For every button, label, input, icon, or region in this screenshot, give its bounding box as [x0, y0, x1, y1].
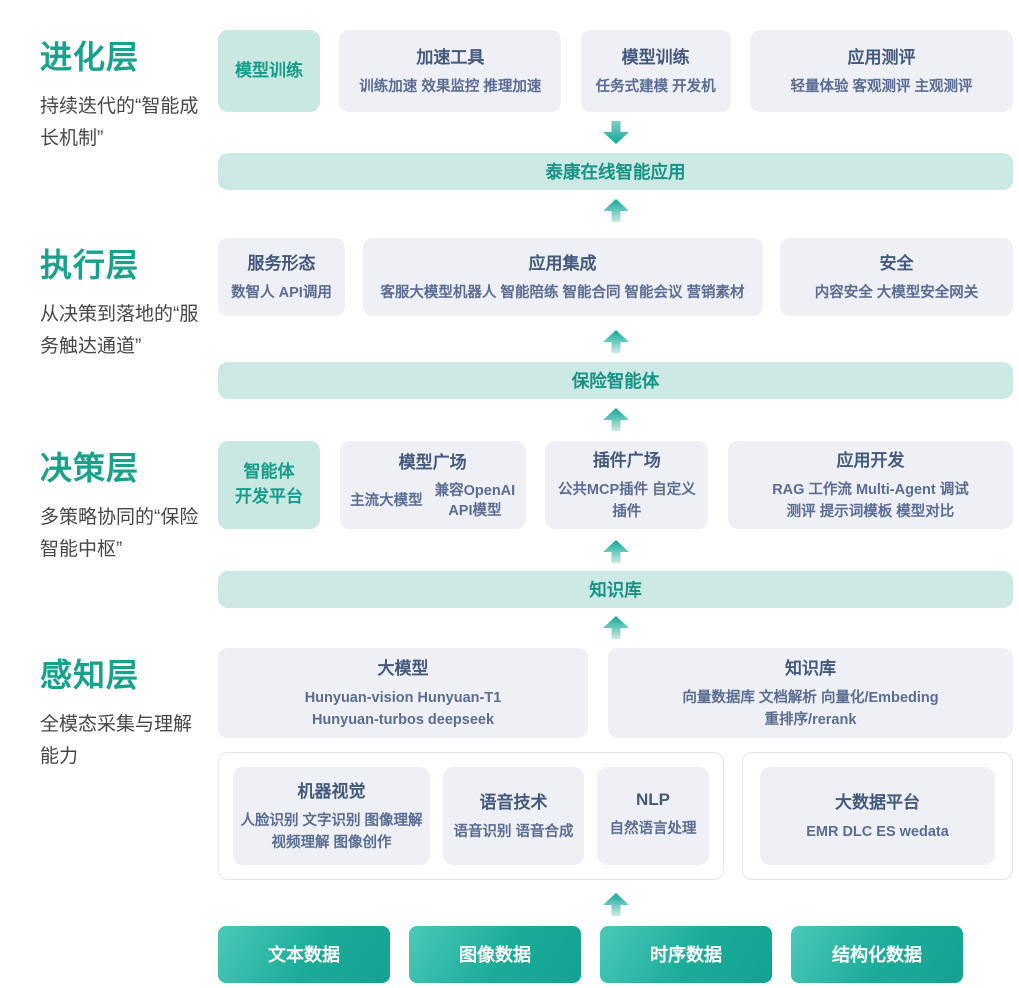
spacer [0, 752, 218, 880]
layer-perception-bottom-groups: 机器视觉 人脸识别 文字识别 图像理解 视频理解 图像创作 语音技术 语音识别 … [218, 752, 1019, 880]
data-source-image: 图像数据 [409, 925, 581, 983]
flow-arrow [218, 892, 1013, 916]
box-items: 任务式建模 开发机 [595, 79, 716, 96]
box-items: 数智人 API调用 [231, 285, 332, 302]
arrow-up-icon [602, 330, 629, 353]
flow-arrow [218, 199, 1013, 222]
layer-title-evolution: 进化层 [40, 39, 140, 75]
box-items: 客服大模型机器人 智能陪练 智能合同 智能会议 营销素材 [380, 285, 745, 302]
layer-evolution-row: 进化层 持续迭代的“智能成长机制” 模型训练 加速工具 训练加速 效果监控 推理… [0, 30, 1019, 149]
box-items: Hunyuan-vision Hunyuan-T1 Hunyuan-turbos… [304, 690, 502, 728]
box-items: 语音识别 语音合成 [453, 823, 574, 840]
box-items: 向量数据库 文档解析 向量化/Embeding 重排序/rerank [682, 690, 939, 728]
box-title: 应用集成 [528, 254, 597, 274]
box-bigdata-platform: 大数据平台 EMR DLC ES wedata [760, 767, 995, 865]
box-title: NLP [636, 790, 670, 810]
layer-evolution-boxes: 模型训练 加速工具 训练加速 效果监控 推理加速 模型训练 任务式建模 开发机 … [218, 30, 1019, 112]
box-plugin-plaza: 插件广场 公共MCP插件 自定义插件 [545, 441, 709, 529]
box-item-left: 主流大模型 [350, 493, 423, 510]
layer-subtitle-execution: 从决策到落地的“服务触达通道” [40, 304, 199, 358]
box-app-integration: 应用集成 客服大模型机器人 智能陪练 智能合同 智能会议 营销素材 [362, 238, 763, 316]
box-title: 服务形态 [247, 254, 316, 274]
box-title: 加速工具 [416, 48, 485, 68]
layer-execution-boxes: 服务形态 数智人 API调用 应用集成 客服大模型机器人 智能陪练 智能合同 智… [218, 238, 1019, 316]
data-source-timeseries: 时序数据 [600, 925, 772, 983]
layer-subtitle-decision: 多策略协同的“保险智能中枢” [40, 507, 199, 561]
box-title: 安全 [879, 254, 914, 274]
flow-arrow [218, 540, 1013, 563]
box-machine-vision: 机器视觉 人脸识别 文字识别 图像理解 视频理解 图像创作 [233, 767, 430, 865]
layer-subtitle-evolution: 持续迭代的“智能成长机制” [40, 96, 199, 150]
box-app-development: 应用开发 RAG 工作流 Multi-Agent 调试 测评 提示词模板 模型对… [727, 441, 1013, 529]
box-title: 大数据平台 [835, 792, 920, 812]
layer-title-execution: 执行层 [40, 247, 140, 283]
box-nlp: NLP 自然语言处理 [597, 767, 709, 865]
layer-decision-label: 决策层 多策略协同的“保险智能中枢” [0, 441, 218, 560]
layer-execution-row: 执行层 从决策到落地的“服务触达通道” 服务形态 数智人 API调用 应用集成 … [0, 238, 1019, 357]
arrow-up-icon [602, 540, 629, 563]
box-item-right: 兼容OpenAI API模型 [434, 483, 516, 519]
layer-execution-label: 执行层 从决策到落地的“服务触达通道” [0, 238, 218, 357]
box-title: 插件广场 [592, 451, 661, 471]
layer-decision-row: 决策层 多策略协同的“保险智能中枢” 智能体 开发平台 模型广场 主流大模型 兼… [0, 441, 1019, 560]
data-source-row: 文本数据 图像数据 时序数据 结构化数据 [218, 925, 1019, 983]
banner-insurance-agent: 保险智能体 [218, 362, 1013, 399]
flow-arrow [218, 408, 1013, 431]
box-title: 模型训练 [621, 48, 690, 68]
box-title: 应用开发 [836, 451, 905, 471]
layer-perception-row-bottom: 机器视觉 人脸识别 文字识别 图像理解 视频理解 图像创作 语音技术 语音识别 … [0, 752, 1019, 880]
box-items: 轻量体验 客观测评 主观测评 [790, 79, 973, 96]
box-items: 主流大模型 兼容OpenAI API模型 [350, 482, 515, 521]
box-items: 训练加速 效果监控 推理加速 [359, 79, 542, 96]
banner-knowledge-base: 知识库 [218, 571, 1013, 608]
banner-taikang-app: 泰康在线智能应用 [218, 153, 1013, 190]
box-service-forms: 服务形态 数智人 API调用 [218, 238, 345, 316]
box-items: 人脸识别 文字识别 图像理解 视频理解 图像创作 [240, 813, 423, 851]
box-items: 自然语言处理 [609, 821, 697, 838]
layer-perception-top-boxes: 大模型 Hunyuan-vision Hunyuan-T1 Hunyuan-tu… [218, 648, 1019, 738]
box-model-plaza: 模型广场 主流大模型 兼容OpenAI API模型 [339, 441, 526, 529]
box-model-training: 模型训练 任务式建模 开发机 [580, 30, 731, 112]
flow-arrow [218, 121, 1013, 144]
box-knowledge-base: 知识库 向量数据库 文档解析 向量化/Embeding 重排序/rerank [608, 648, 1013, 738]
arrow-down-icon [602, 121, 629, 144]
arrow-up-icon [602, 616, 629, 639]
box-large-models: 大模型 Hunyuan-vision Hunyuan-T1 Hunyuan-tu… [218, 648, 588, 738]
box-agent-dev-platform-highlight: 智能体 开发平台 [218, 441, 320, 529]
box-title: 机器视觉 [297, 782, 366, 801]
box-items: EMR DLC ES wedata [806, 823, 949, 840]
layer-perception-row-top: 感知层 全模态采集与理解能力 大模型 Hunyuan-vision Hunyua… [0, 648, 1019, 767]
box-items: RAG 工作流 Multi-Agent 调试 测评 提示词模板 模型对比 [772, 482, 969, 520]
box-title: 应用测评 [847, 48, 916, 68]
arrow-up-icon [602, 408, 629, 431]
layer-evolution-label: 进化层 持续迭代的“智能成长机制” [0, 30, 218, 149]
perception-bigdata-group: 大数据平台 EMR DLC ES wedata [742, 752, 1013, 880]
box-items: 内容安全 大模型安全网关 [814, 285, 979, 302]
box-title: 大模型 [377, 659, 429, 679]
layer-subtitle-perception: 全模态采集与理解能力 [40, 714, 193, 768]
box-title: 知识库 [785, 659, 836, 679]
perception-ai-group: 机器视觉 人脸识别 文字识别 图像理解 视频理解 图像创作 语音技术 语音识别 … [218, 752, 724, 880]
box-items: 公共MCP插件 自定义插件 [557, 482, 696, 520]
layer-title-decision: 决策层 [40, 450, 140, 486]
data-source-structured: 结构化数据 [791, 925, 963, 983]
box-app-evaluation: 应用测评 轻量体验 客观测评 主观测评 [749, 30, 1013, 112]
layer-decision-boxes: 智能体 开发平台 模型广场 主流大模型 兼容OpenAI API模型 插件广场 … [218, 441, 1019, 529]
arrow-up-icon [602, 892, 629, 916]
flow-arrow [218, 330, 1013, 353]
flow-arrow [218, 616, 1013, 639]
data-source-text: 文本数据 [218, 925, 390, 983]
box-title: 模型广场 [398, 453, 467, 473]
box-title: 语音技术 [479, 792, 548, 812]
box-speech-tech: 语音技术 语音识别 语音合成 [443, 767, 584, 865]
box-acceleration-tools: 加速工具 训练加速 效果监控 推理加速 [339, 30, 562, 112]
box-model-training-highlight: 模型训练 [218, 30, 320, 112]
box-security: 安全 内容安全 大模型安全网关 [780, 238, 1013, 316]
layer-perception-label: 感知层 全模态采集与理解能力 [0, 648, 218, 767]
layer-title-perception: 感知层 [40, 657, 140, 693]
arrow-up-icon [602, 199, 629, 222]
